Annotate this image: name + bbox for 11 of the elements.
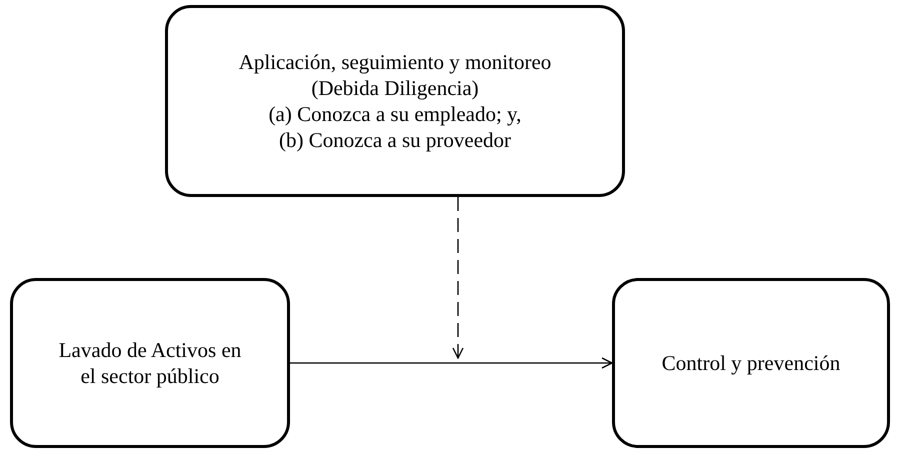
node-text: Control y prevención bbox=[662, 350, 840, 376]
process-box bbox=[612, 278, 890, 448]
process-box bbox=[165, 5, 625, 197]
node-text: (b) Conozca a su proveedor bbox=[278, 127, 512, 153]
node-text: (Debida Diligencia) bbox=[311, 75, 479, 101]
node-text: (a) Conozca a su empleado; y, bbox=[268, 101, 522, 127]
process-box bbox=[10, 278, 290, 448]
dashed-arrow bbox=[452, 197, 464, 359]
node-text: Lavado de Activos en el sector público bbox=[58, 337, 242, 389]
node-text: Aplicación, seguimiento y monitoreo bbox=[238, 49, 552, 75]
arrow bbox=[290, 357, 613, 369]
